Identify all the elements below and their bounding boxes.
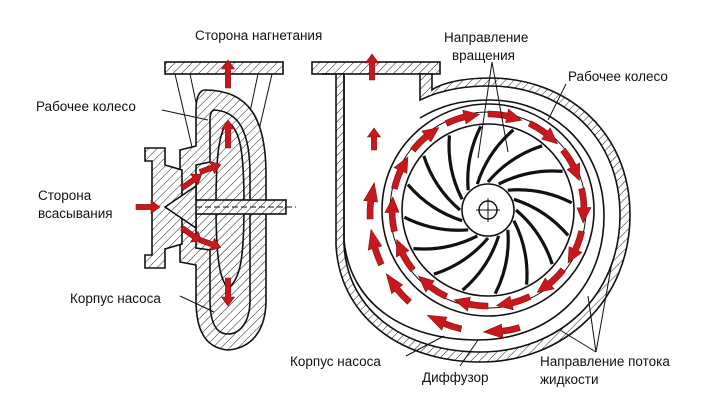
- discharge-nozzle: [174, 73, 273, 161]
- rotation-flow-arrow: [444, 109, 481, 127]
- rotation-flow-arrow: [527, 120, 558, 145]
- label-flow-direction-2: жидкости: [540, 372, 599, 387]
- volute-flow-arrow: [367, 228, 385, 267]
- discharge-flow-arrow-right: [364, 53, 380, 81]
- flow-arrows: [135, 53, 592, 339]
- label-casing-right: Корпус насоса: [290, 354, 381, 369]
- impeller-blade: [507, 188, 573, 205]
- rotation-flow-arrow: [536, 267, 566, 293]
- rotation-flow-arrow: [418, 275, 449, 300]
- label-impeller-left: Рабочее колесо: [36, 99, 136, 114]
- volute-flow-arrow: [426, 314, 463, 333]
- impeller-rim: [401, 123, 575, 297]
- impeller-down-flow-arrow: [220, 277, 236, 307]
- impeller-lower-flow-arrow: [198, 237, 222, 252]
- label-flow-direction-1: Направление потока: [540, 354, 670, 369]
- impeller-blade: [461, 235, 501, 292]
- label-suction-side-2: всасывания: [38, 206, 113, 221]
- rotation-flow-arrow: [576, 187, 592, 224]
- suction-flow-arrow: [135, 199, 161, 215]
- rotation-flow-arrow: [495, 293, 532, 311]
- label-diffuser: Диффузор: [422, 370, 489, 385]
- impeller-blade: [514, 208, 554, 265]
- label-discharge-side: Сторона нагнетания: [195, 28, 322, 43]
- impeller-up-flow-arrow: [220, 119, 236, 149]
- impeller-blade: [486, 144, 543, 184]
- inlet-lower-flow-arrow: [180, 225, 203, 243]
- impeller-blade: [512, 219, 529, 285]
- volute-inner-wall: [343, 74, 605, 341]
- volute-flow-arrow: [385, 273, 412, 305]
- impeller-upper-flow-arrow: [198, 160, 222, 175]
- impeller-hub-cone: [163, 184, 197, 230]
- label-suction-side-1: Сторона: [38, 188, 92, 203]
- discharge-flow-arrow-left: [220, 59, 236, 89]
- volute-view: [311, 61, 631, 363]
- diffuser-ring-outer: [381, 103, 595, 317]
- impeller-blade: [406, 183, 463, 223]
- impeller-blade: [433, 236, 490, 276]
- suction-flange: [144, 147, 183, 269]
- impeller-blades: [403, 125, 573, 295]
- rotation-flow-arrow: [391, 156, 409, 190]
- impeller-blade: [497, 169, 563, 186]
- label-casing-left: Корпус насоса: [70, 291, 161, 306]
- leader-lines: [161, 61, 613, 367]
- rotation-flow-arrow: [410, 127, 440, 153]
- rotation-flow-arrow: [453, 296, 489, 312]
- outlet-flange: [311, 61, 441, 75]
- impeller-blade: [475, 128, 515, 185]
- label-rotation-2: вращения: [452, 48, 515, 63]
- impeller-blade: [413, 234, 479, 251]
- rotation-flow-arrow: [560, 147, 580, 182]
- impeller-blade: [447, 135, 464, 201]
- label-rotation-1: Направление: [444, 30, 528, 45]
- rotation-flow-arrow: [487, 108, 523, 124]
- volute-casing-outer: [322, 73, 631, 363]
- impeller-blade: [513, 197, 570, 237]
- impeller-blade: [493, 229, 510, 295]
- sectional-view: [144, 61, 296, 351]
- volute-flow-arrow: [482, 323, 521, 339]
- label-impeller-right: Рабочее колесо: [568, 69, 668, 84]
- inlet-upper-flow-arrow: [180, 173, 203, 191]
- rotation-flow-arrow: [384, 196, 400, 233]
- impeller-blade: [422, 155, 462, 212]
- impeller-blade: [403, 215, 469, 232]
- rotation-flow-arrow: [396, 238, 416, 273]
- volute-up-flow-arrow: [366, 127, 382, 151]
- volute-flow-arrow: [363, 181, 379, 220]
- rotation-flow-arrow: [567, 230, 585, 264]
- impeller-blade: [466, 125, 483, 191]
